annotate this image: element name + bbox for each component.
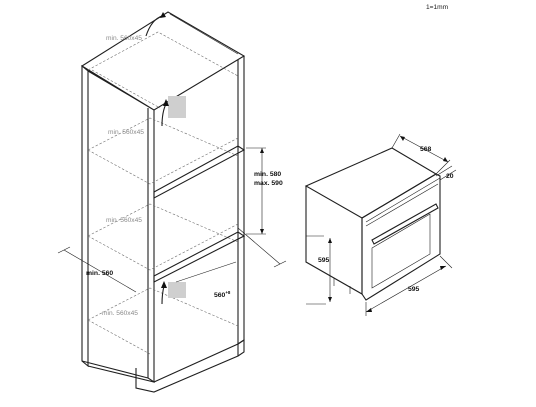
height-min-label: min. 580 xyxy=(254,171,281,178)
cabinet-right-post xyxy=(237,56,245,346)
niche-label-4: min. 560x45 xyxy=(102,310,138,317)
airflow-arrow-lower xyxy=(161,281,167,305)
airflow-arrow-upper xyxy=(161,99,169,127)
oven-depth-label: 568 xyxy=(420,146,432,153)
niche-label-2: min. 560x45 xyxy=(108,129,144,136)
cabinet-shelf-1 xyxy=(153,145,246,199)
tall-cabinet: min. 560x45 min. 560x45 min. 560x45 min.… xyxy=(57,11,287,393)
cabinet-top-panel xyxy=(80,11,246,111)
height-max-label: max. 590 xyxy=(254,180,283,187)
cabinet-shelf-2 xyxy=(153,231,246,283)
height-dimension xyxy=(246,147,266,235)
oven-depth-dimension xyxy=(391,133,451,175)
cabinet-left-post xyxy=(81,64,89,368)
depth-dimension xyxy=(57,227,287,293)
oven-height-dimension xyxy=(306,235,332,305)
niche-label-top: min. 560x45 xyxy=(106,35,142,42)
oven-width-dimension xyxy=(365,255,453,316)
oven-door xyxy=(361,173,441,301)
vent-grid-lower xyxy=(168,282,186,298)
niche-outline-3 xyxy=(87,203,239,271)
airflow-arrow-top xyxy=(145,12,166,37)
oven-window xyxy=(371,213,431,289)
niche-outline-2 xyxy=(87,117,239,185)
niche-outline-4 xyxy=(87,287,239,355)
niche-outline-top xyxy=(87,31,239,109)
depth-min-label: min. 560 xyxy=(86,270,113,277)
oven-handle xyxy=(371,203,439,245)
vent-grid-upper xyxy=(168,96,186,118)
oven: 568 20 595 595 xyxy=(304,133,457,316)
niche-label-3: min. 560x45 xyxy=(106,217,142,224)
oven-top xyxy=(304,147,438,219)
inner-depth-label: 560+8 xyxy=(214,290,231,299)
cabinet-front-post xyxy=(147,108,155,384)
oven-width-label: 595 xyxy=(408,286,420,293)
oven-height-label: 595 xyxy=(318,257,330,264)
door-offset-label: 20 xyxy=(446,173,454,180)
scale-note: 1=1mm xyxy=(426,4,449,11)
